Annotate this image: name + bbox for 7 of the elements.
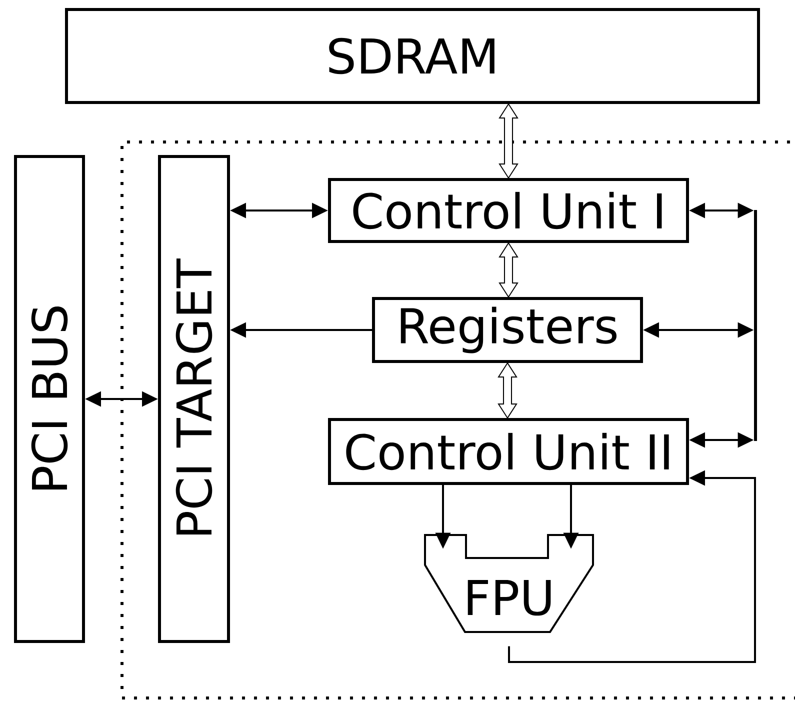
memory-box: SDRAM bbox=[65, 8, 760, 104]
bus-box: PCI BUS bbox=[14, 155, 85, 643]
target-box: PCI TARGET bbox=[158, 155, 230, 643]
unit-box: Control Unit I bbox=[328, 178, 689, 243]
dotted-region bbox=[120, 140, 795, 700]
unit-box: Control Unit II bbox=[328, 418, 689, 485]
register-box: Registers bbox=[372, 297, 643, 363]
